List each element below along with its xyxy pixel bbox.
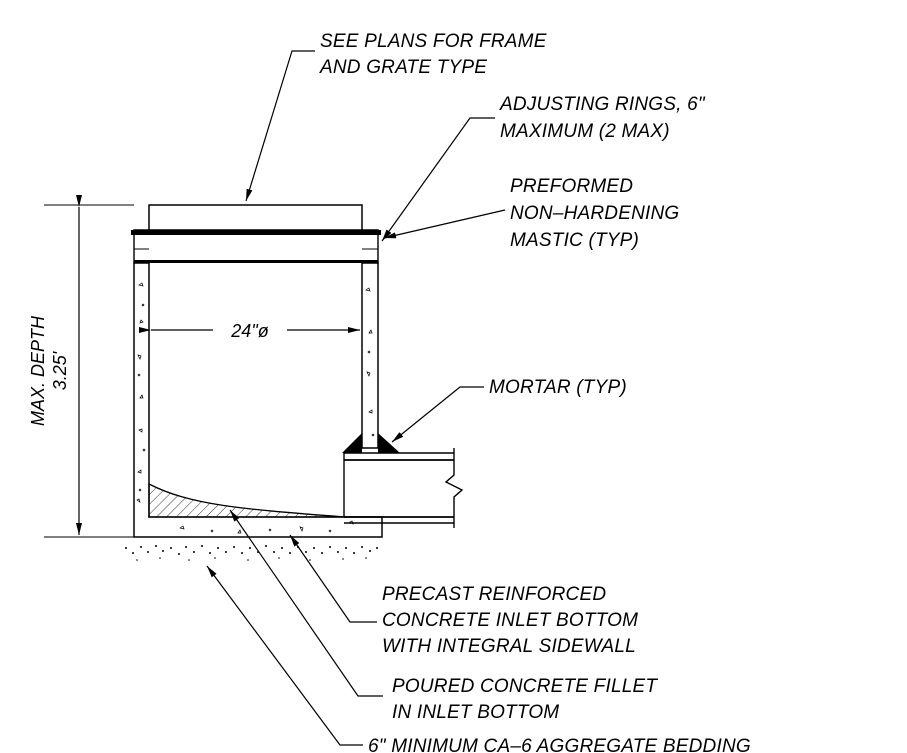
label-bedding: 6" MINIMUM CA–6 AGGREGATE BEDDING [368,736,751,753]
leader-frame-grate [245,50,315,202]
leader-adjusting-rings [381,117,495,242]
label-inlet-bottom: PRECAST REINFORCED CONCRETE INLET BOTTOM… [382,584,644,657]
max-depth-value: 3.25' [50,351,70,390]
label-adjusting-rings: ADJUSTING RINGS, 6" MAXIMUM (2 MAX) [499,94,710,142]
label-fillet: POURED CONCRETE FILLET IN INLET BOTTOM [392,676,663,723]
leader-mastic [383,209,506,239]
mortar-fillet-right [378,433,400,453]
poured-fillet [148,482,346,518]
frame-grate [148,204,363,231]
max-depth-label: MAX. DEPTH [28,315,48,426]
aggregate-bedding [125,545,378,561]
mastic-band-lower [134,260,378,263]
pipe-break-line [444,448,464,528]
diameter-label: 24"ø [230,321,268,341]
concrete-speckles [136,282,375,534]
leader-bedding [206,565,363,746]
mastic-band-top [131,230,381,235]
label-mortar: MORTAR (TYP) [489,377,627,398]
leader-inlet-bottom [289,534,377,623]
label-frame-grate: SEE PLANS FOR FRAME AND GRATE TYPE [319,31,552,78]
leader-fillet [229,509,383,697]
label-mastic: PREFORMED NON–HARDENING MASTIC (TYP) [510,176,685,251]
leader-mortar [391,386,484,443]
mortar-fillet-left [342,433,362,453]
